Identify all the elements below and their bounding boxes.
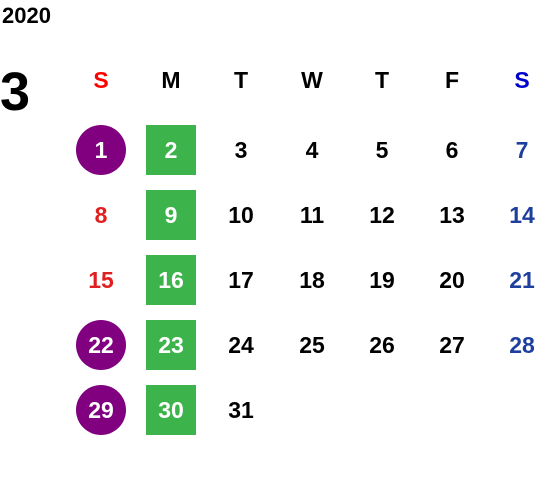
weekday-label: W <box>301 66 323 93</box>
day-cell-15[interactable]: 15 <box>88 266 114 293</box>
day-cell-27[interactable]: 27 <box>439 331 465 358</box>
weekday-label: S <box>93 66 109 93</box>
day-cell-12[interactable]: 12 <box>369 201 395 228</box>
weekday-label: M <box>161 66 181 93</box>
day-cell-26[interactable]: 26 <box>369 331 395 358</box>
day-cell-7[interactable]: 7 <box>515 136 529 163</box>
day-cell-24[interactable]: 24 <box>228 331 254 358</box>
day-cell-29[interactable]: 29 <box>76 385 126 435</box>
day-cell-16[interactable]: 16 <box>146 255 196 305</box>
day-cell-2[interactable]: 2 <box>146 125 196 175</box>
day-cell-21[interactable]: 21 <box>509 266 535 293</box>
weekday-label: S <box>514 66 530 93</box>
weekday-label: F <box>444 66 460 93</box>
day-cell-25[interactable]: 25 <box>299 331 325 358</box>
calendar-month: 3 <box>0 62 31 122</box>
weekday-label: T <box>374 66 390 93</box>
day-cell-20[interactable]: 20 <box>439 266 465 293</box>
day-cell-30[interactable]: 30 <box>146 385 196 435</box>
day-cell-23[interactable]: 23 <box>146 320 196 370</box>
day-cell-9[interactable]: 9 <box>146 190 196 240</box>
day-cell-28[interactable]: 28 <box>509 331 535 358</box>
day-cell-3[interactable]: 3 <box>234 136 248 163</box>
day-cell-22[interactable]: 22 <box>76 320 126 370</box>
day-cell-5[interactable]: 5 <box>375 136 389 163</box>
day-cell-11[interactable]: 11 <box>299 201 325 228</box>
day-cell-19[interactable]: 19 <box>369 266 395 293</box>
day-cell-18[interactable]: 18 <box>299 266 325 293</box>
calendar-year: 2020 <box>2 3 51 28</box>
day-cell-31[interactable]: 31 <box>228 396 254 423</box>
weekday-label: T <box>233 66 249 93</box>
day-cell-6[interactable]: 6 <box>445 136 459 163</box>
day-cell-10[interactable]: 10 <box>228 201 254 228</box>
day-cell-14[interactable]: 14 <box>509 201 535 228</box>
day-cell-8[interactable]: 8 <box>94 201 108 228</box>
day-cell-13[interactable]: 13 <box>439 201 465 228</box>
day-cell-1[interactable]: 1 <box>76 125 126 175</box>
day-cell-17[interactable]: 17 <box>228 266 254 293</box>
day-cell-4[interactable]: 4 <box>305 136 319 163</box>
